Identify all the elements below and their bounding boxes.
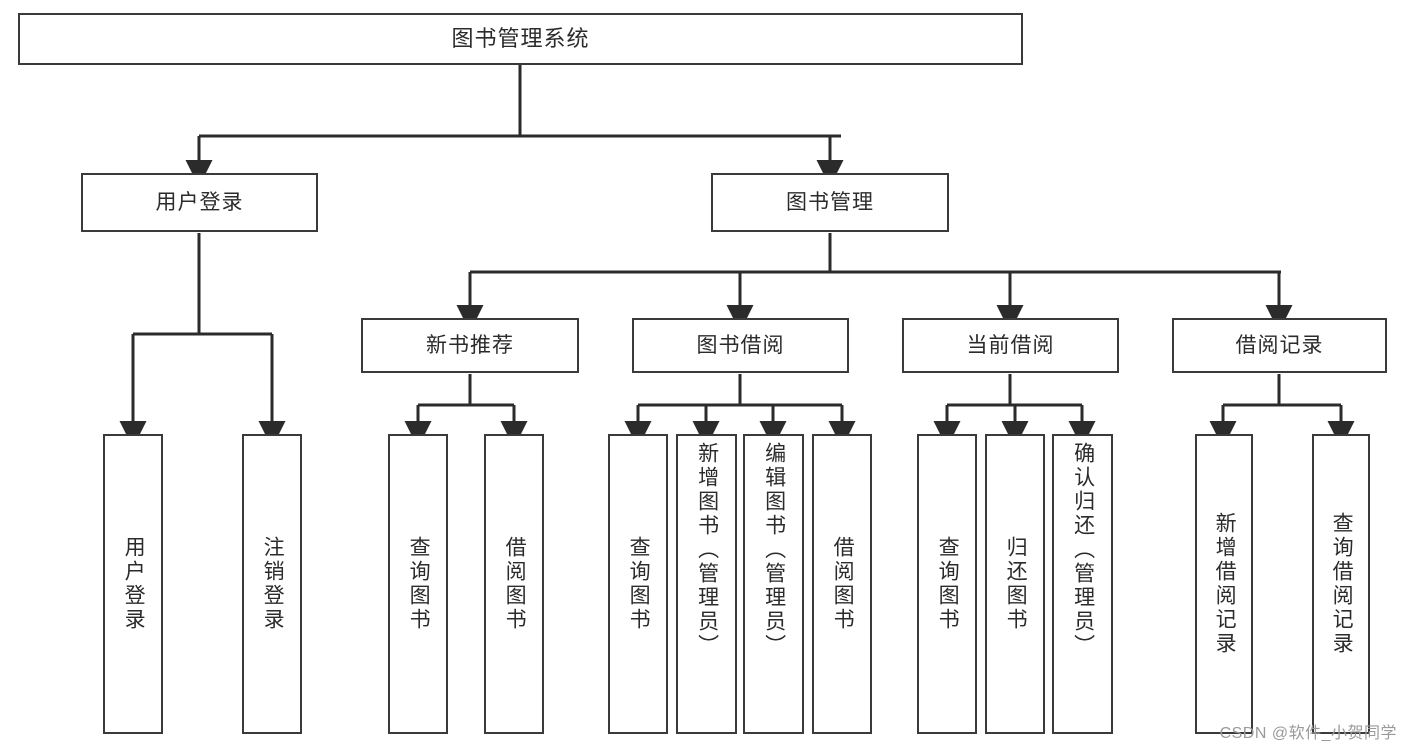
leaf-logout-label: 注销登录 [261,536,285,632]
node-borrow-record[interactable]: 借阅记录 [1172,318,1387,373]
leaf-confirm-return[interactable]: 确认归还（管理员） [1052,434,1113,734]
leaf-return-book[interactable]: 归还图书 [985,434,1045,734]
leaf-query-book-1-label: 查询图书 [407,536,431,632]
leaf-user-login-label: 用户登录 [122,536,146,632]
leaf-borrow-book-2[interactable]: 借阅图书 [812,434,872,734]
node-new-book-recommend-label: 新书推荐 [426,333,514,357]
node-borrow-record-label: 借阅记录 [1235,333,1324,357]
leaf-query-book-2-label: 查询图书 [627,536,651,632]
node-current-borrow[interactable]: 当前借阅 [902,318,1119,373]
leaf-add-record[interactable]: 新增借阅记录 [1195,434,1253,734]
leaf-query-book-3[interactable]: 查询图书 [917,434,977,734]
leaf-user-login[interactable]: 用户登录 [103,434,163,734]
leaf-confirm-return-label: 确认归还（管理员） [1071,442,1095,658]
node-user-login[interactable]: 用户登录 [81,173,318,232]
leaf-edit-book[interactable]: 编辑图书（管理员） [743,434,804,734]
node-new-book-recommend[interactable]: 新书推荐 [361,318,579,373]
leaf-query-record[interactable]: 查询借阅记录 [1312,434,1370,734]
leaf-add-book-label: 新增图书（管理员） [695,442,719,658]
leaf-borrow-book-2-label: 借阅图书 [831,536,855,632]
node-user-login-label: 用户登录 [155,190,244,214]
leaf-query-record-label: 查询借阅记录 [1330,512,1354,656]
leaf-return-book-label: 归还图书 [1004,536,1028,632]
node-current-borrow-label: 当前借阅 [966,333,1055,357]
leaf-query-book-1[interactable]: 查询图书 [388,434,448,734]
leaf-add-record-label: 新增借阅记录 [1213,512,1237,656]
node-book-borrow[interactable]: 图书借阅 [632,318,849,373]
node-root[interactable]: 图书管理系统 [18,13,1023,65]
leaf-logout[interactable]: 注销登录 [242,434,302,734]
node-book-manage-label: 图书管理 [786,190,874,214]
leaf-borrow-book-1-label: 借阅图书 [503,536,527,632]
leaf-add-book[interactable]: 新增图书（管理员） [676,434,737,734]
leaf-edit-book-label: 编辑图书（管理员） [762,442,786,658]
node-book-manage[interactable]: 图书管理 [711,173,949,232]
leaf-borrow-book-1[interactable]: 借阅图书 [484,434,544,734]
leaf-query-book-2[interactable]: 查询图书 [608,434,668,734]
node-root-label: 图书管理系统 [451,25,590,51]
leaf-query-book-3-label: 查询图书 [936,536,960,632]
node-book-borrow-label: 图书借阅 [696,333,785,357]
